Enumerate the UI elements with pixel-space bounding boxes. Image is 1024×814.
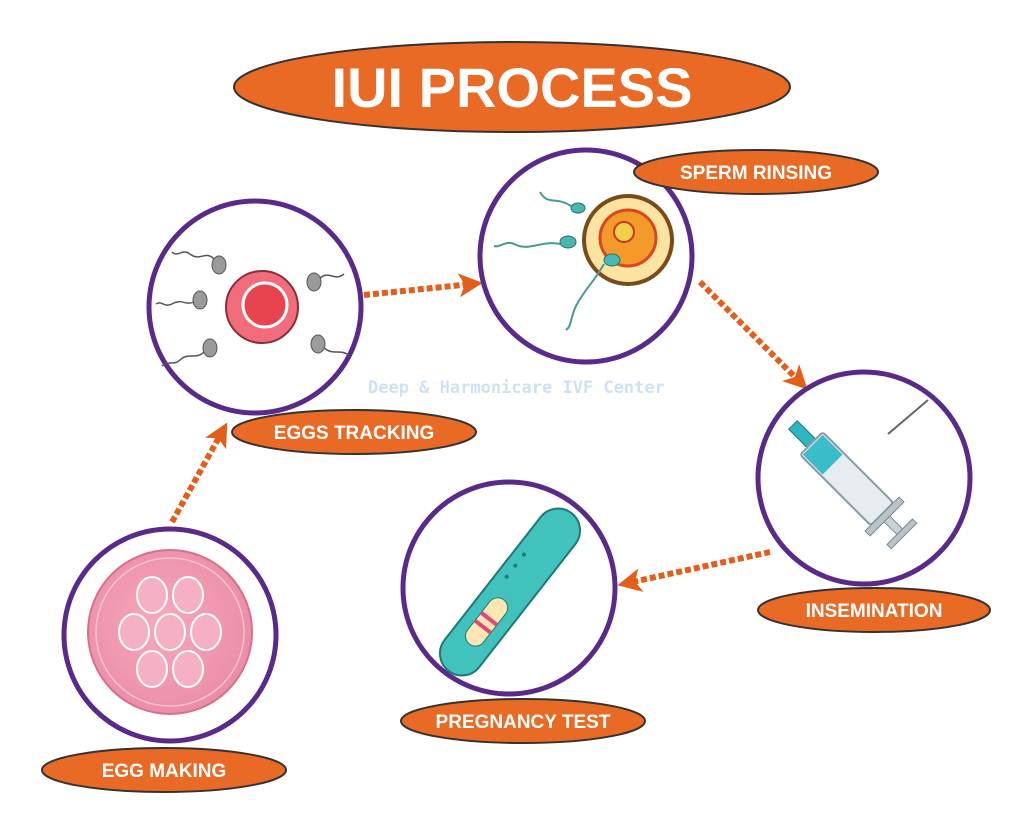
step-eggs-tracking bbox=[146, 198, 364, 416]
page-title: IUI PROCESS bbox=[332, 56, 693, 119]
step-pregnancy-test bbox=[400, 479, 618, 697]
process-arrows bbox=[169, 273, 808, 592]
step-label-text: PREGNANCY TEST bbox=[436, 712, 611, 733]
step-egg-making bbox=[61, 526, 279, 744]
step-label-egg-making: EGG MAKING bbox=[41, 747, 287, 793]
step-insemination bbox=[755, 369, 973, 587]
egg-cells-icon bbox=[87, 549, 253, 715]
step-label-insemination: INSEMINATION bbox=[757, 587, 991, 633]
pregnancy-test-icon bbox=[438, 507, 582, 677]
step-label-text: SPERM RINSING bbox=[680, 163, 832, 184]
arrow-egg-making-to-eggs-tracking bbox=[169, 422, 228, 524]
title-banner: IUI PROCESS bbox=[233, 41, 791, 133]
syringe-icon bbox=[787, 399, 929, 550]
sperm-fertilizing-egg-icon bbox=[493, 191, 674, 331]
egg-and-sperm-icon bbox=[155, 251, 351, 367]
watermark: Deep & Harmonicare IVF Center bbox=[368, 378, 665, 398]
step-label-pregnancy-test: PREGNANCY TEST bbox=[400, 698, 646, 744]
arrow-insemination-to-pregnancy-test bbox=[617, 549, 771, 592]
step-label-text: EGG MAKING bbox=[102, 761, 227, 782]
arrow-eggs-tracking-to-sperm-rinsing bbox=[363, 273, 483, 298]
step-label-text: EGGS TRACKING bbox=[274, 423, 434, 444]
step-label-sperm-rinsing: SPERM RINSING bbox=[633, 149, 879, 195]
step-label-text: INSEMINATION bbox=[806, 601, 943, 622]
step-label-eggs-tracking: EGGS TRACKING bbox=[231, 409, 477, 455]
step-sperm-rinsing bbox=[477, 147, 695, 365]
arrow-sperm-rinsing-to-insemination bbox=[697, 279, 808, 390]
